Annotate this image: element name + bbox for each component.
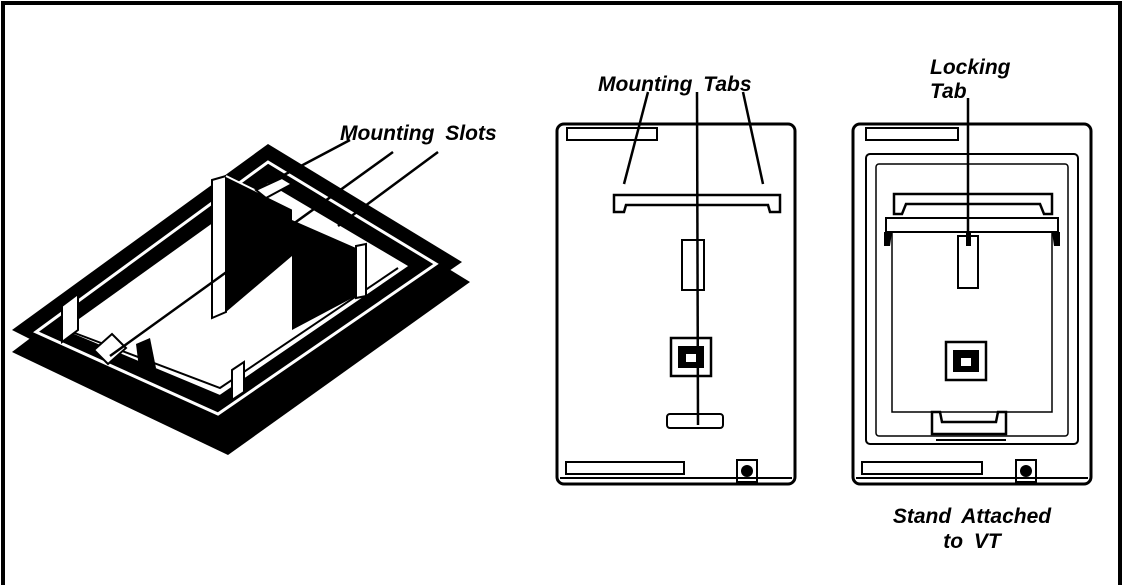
vt-back-bottom-slot (565, 461, 685, 475)
mounting-slots-leaders (109, 138, 439, 358)
label-mounting-slots: Mounting Slots (340, 122, 497, 145)
vt-back-view (555, 122, 797, 486)
label-stand-attached-line1: Stand Attached (893, 505, 1052, 528)
stand-lower-clip (930, 410, 1008, 436)
vt-back-small-slot (666, 413, 724, 429)
phone-jack-socket (686, 354, 696, 362)
label-locking-tab-line2: Tab (930, 80, 967, 103)
vt-attached-jack-frame (944, 340, 988, 382)
vt-back-latch (681, 239, 705, 291)
screw-icon (741, 465, 753, 477)
stand-upper-bar (892, 192, 1054, 216)
vt-attached-top-slot (865, 127, 959, 141)
stand-partition-right (292, 220, 356, 330)
stand-ring-outline (865, 153, 1079, 445)
stand-partition-end (355, 242, 367, 300)
screw-icon-attached (1020, 465, 1032, 477)
stand-clip-right (231, 360, 245, 402)
stand-ring-inner-outline (33, 160, 439, 416)
stand-inner-panel (891, 231, 1053, 413)
vt-with-stand-view (851, 122, 1093, 486)
label-stand-attached-line2: to VT (943, 530, 1003, 553)
label-mounting-tabs: Mounting Tabs (598, 73, 752, 96)
stand-partition-post (211, 174, 227, 320)
stand-ring-inner (875, 163, 1069, 437)
vt-back-top-slot (566, 127, 658, 141)
stand-illustration (12, 144, 470, 455)
phone-jack-socket-attached (961, 358, 971, 366)
mounting-tabs-leaders (622, 91, 765, 426)
stand-partition-left (226, 176, 292, 312)
vt-attached-outline (851, 122, 1093, 486)
stand-slot-rear (254, 176, 295, 200)
vt-back-outline (555, 122, 797, 486)
stand-slot-front (92, 332, 128, 366)
stand-bracket-right (1052, 232, 1060, 246)
vt-attached-bottom-slot (861, 461, 983, 475)
stand-bracket-left (884, 232, 892, 246)
label-locking-tab-line1: Locking (930, 56, 1011, 79)
stand-partition-highlight (225, 175, 357, 241)
stand-clip-front (136, 338, 156, 376)
stand-clip-left (61, 292, 79, 344)
